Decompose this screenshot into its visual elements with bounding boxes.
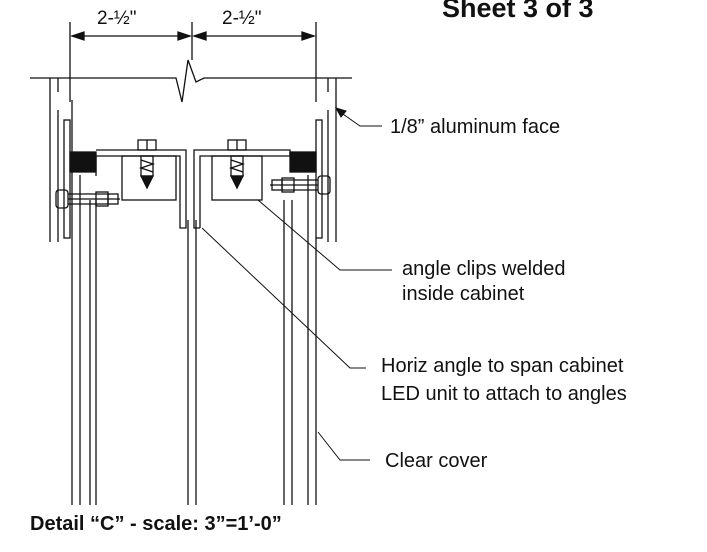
callout-angle-clips-line1: angle clips welded [402, 258, 566, 280]
bolt-right [270, 175, 331, 195]
callout-clear-cover: Clear cover [385, 450, 488, 472]
bolt-left [55, 189, 120, 209]
dimension-label-right: 2-½" [222, 8, 262, 29]
dimension-label-left: 2-½" [97, 8, 137, 29]
callout-horiz-angle-line1: Horiz angle to span cabinet [381, 355, 624, 377]
callout-horiz-angle-line2: LED unit to attach to angles [381, 383, 627, 405]
callout-angle-clips-line2: inside cabinet [402, 283, 525, 305]
gasket-left [69, 151, 97, 173]
horiz-angle-right [193, 149, 291, 229]
dimension-lines [69, 22, 317, 102]
sheet-title: Sheet 3 of 3 [442, 0, 594, 23]
screw-right [227, 139, 247, 190]
cabinet-walls [49, 78, 337, 242]
break-line [30, 59, 352, 103]
screw-left [137, 139, 157, 190]
gasket-right [289, 151, 317, 173]
leader-lines [201, 107, 392, 461]
detail-caption: Detail “C” - scale: 3”=1’-0” [30, 513, 282, 535]
callout-aluminum-face: 1/8” aluminum face [390, 116, 561, 138]
